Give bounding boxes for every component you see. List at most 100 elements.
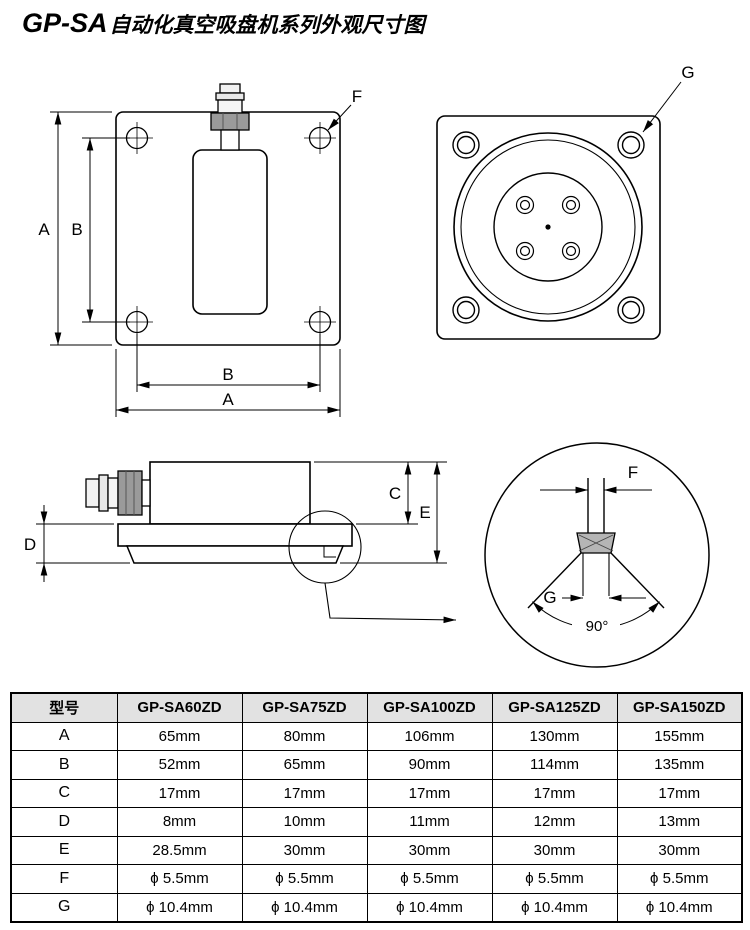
bottom-view: G (436, 63, 695, 340)
spec-cell: 28.5mm (116, 835, 243, 865)
spec-cell: 106mm (366, 721, 493, 751)
nozzle-tube (587, 478, 605, 533)
counterbore-hole-inner (456, 135, 476, 155)
front-view: A B B A F (38, 83, 362, 417)
vacuum-port-inner (565, 199, 577, 211)
fitting-hex-nut (210, 112, 250, 131)
front-dim-labels: A B B A F (38, 87, 362, 409)
side-dimension-lines (36, 461, 447, 582)
counterbore-holes (452, 131, 645, 324)
center-hole (545, 224, 551, 230)
spec-cell: ϕ 10.4mm (616, 892, 743, 923)
dim-label-a-bottom: A (222, 390, 234, 409)
technical-drawing: A B B A F (24, 63, 710, 668)
param-label: E (10, 835, 118, 865)
spec-cell: ϕ 5.5mm (491, 864, 618, 894)
table-row-c: C 17mm 17mm 17mm 17mm 17mm (10, 778, 743, 808)
col-header-model-1: GP-SA60ZD (116, 692, 243, 723)
spec-cell: 12mm (491, 807, 618, 837)
spec-cell: 30mm (241, 835, 368, 865)
spec-cell: 135mm (616, 750, 743, 780)
nozzle-cone (527, 552, 665, 609)
col-header-model-2: GP-SA75ZD (241, 692, 368, 723)
detail-label-g: G (543, 588, 556, 607)
detail-dimension-lines (532, 486, 660, 629)
spec-cell: 30mm (366, 835, 493, 865)
spec-cell: 30mm (616, 835, 743, 865)
vacuum-port (561, 241, 581, 261)
col-header-model: 型号 (10, 692, 118, 723)
col-header-model-5: GP-SA150ZD (616, 692, 743, 723)
counterbore-hole (452, 296, 480, 324)
counterbore-hole (617, 296, 645, 324)
spec-cell: 17mm (491, 778, 618, 808)
side-fitting-hex-nut (117, 470, 143, 516)
hex-facet-lines (125, 471, 135, 515)
side-fitting-body (107, 477, 119, 509)
hole-label-f: F (352, 87, 362, 106)
detail-labels: F G 90° (543, 463, 638, 635)
detail-view: F G 90° (484, 442, 710, 668)
flange-plate (117, 523, 353, 547)
dim-label-c: C (389, 484, 401, 503)
spec-cell: 17mm (116, 778, 243, 808)
table-row-f: F ϕ 5.5mm ϕ 5.5mm ϕ 5.5mm ϕ 5.5mm ϕ 5.5m… (10, 864, 743, 894)
param-label: G (10, 892, 118, 923)
spec-cell: 52mm (116, 750, 243, 780)
spec-cell: 17mm (366, 778, 493, 808)
detail-label-f: F (628, 463, 638, 482)
leader-line-g (642, 81, 682, 133)
spec-cell: 80mm (241, 721, 368, 751)
col-header-model-4: GP-SA125ZD (491, 692, 618, 723)
counterbore-hole (452, 131, 480, 159)
dim-label-e: E (419, 503, 430, 522)
detail-circle (484, 442, 710, 668)
counterbore-hole-inner (456, 300, 476, 320)
side-view: C E D (24, 461, 457, 624)
spec-cell: 13mm (616, 807, 743, 837)
bore-lines (582, 553, 610, 596)
fitting-neck (220, 129, 240, 151)
fitting-body (217, 99, 243, 114)
spec-cell: ϕ 5.5mm (116, 864, 243, 894)
spec-table: 型号 GP-SA60ZD GP-SA75ZD GP-SA100ZD GP-SA1… (10, 692, 743, 923)
param-label: B (10, 750, 118, 780)
air-fitting (210, 83, 250, 151)
spec-cell: ϕ 10.4mm (116, 892, 243, 923)
spec-cell: 130mm (491, 721, 618, 751)
counterbore-hole (617, 131, 645, 159)
vacuum-port-inner (565, 245, 577, 257)
front-dimension-lines (50, 104, 352, 417)
col-header-model-3: GP-SA100ZD (366, 692, 493, 723)
hex-facet-lines (222, 113, 238, 130)
nut-hatch (578, 534, 614, 552)
spec-cell: 65mm (241, 750, 368, 780)
side-fitting-neck (141, 479, 151, 507)
vacuum-port (561, 195, 581, 215)
spec-cell: ϕ 10.4mm (366, 892, 493, 923)
spec-cell: ϕ 5.5mm (616, 864, 743, 894)
leader-line-f (327, 104, 352, 131)
spec-cell: 30mm (491, 835, 618, 865)
counterbore-hole-inner (621, 135, 641, 155)
hole-label-g: G (681, 63, 694, 82)
spec-cell: 17mm (616, 778, 743, 808)
pad-circle (493, 172, 603, 282)
corner-step (323, 546, 336, 558)
vacuum-port-inner (519, 245, 531, 257)
side-fitting (85, 470, 151, 516)
dim-label-a-left: A (38, 220, 50, 239)
side-dim-labels: C E D (24, 484, 431, 554)
side-fitting-cap (85, 478, 100, 508)
spec-cell: 17mm (241, 778, 368, 808)
table-row-e: E 28.5mm 30mm 30mm 30mm 30mm (10, 835, 743, 865)
fitting-collar (215, 92, 245, 101)
spec-cell: ϕ 5.5mm (366, 864, 493, 894)
param-label: D (10, 807, 118, 837)
vacuum-port-inner (519, 199, 531, 211)
spec-cell: 8mm (116, 807, 243, 837)
angle-label-mask (572, 617, 620, 634)
title-text: 自动化真空吸盘机系列外观尺寸图 (109, 14, 425, 37)
extension-lines (115, 349, 341, 417)
